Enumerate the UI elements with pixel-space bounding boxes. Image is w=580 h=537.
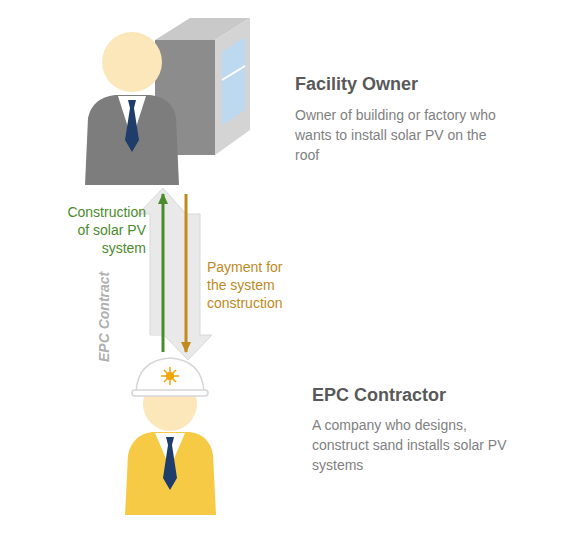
contract-label: EPC Contract [96, 272, 112, 362]
owner-figure [85, 32, 179, 185]
edge-label: Construction of solar PV system [54, 203, 146, 257]
actor-description: A company who designs, construct sand in… [312, 415, 517, 475]
flow-arrow [162, 194, 165, 352]
contract-arrow [138, 188, 212, 360]
actor-title: Facility Owner [295, 74, 418, 95]
contractor-figure [125, 358, 216, 515]
actor-node: Facility OwnerOwner of building or facto… [30, 12, 570, 194]
edge-label: Payment for the system construction [207, 258, 299, 312]
actor-title: EPC Contractor [312, 385, 446, 406]
actor-node: EPC Contractor A company who designs, con… [110, 352, 570, 522]
flow-arrow [185, 194, 188, 352]
actor-description: Owner of building or factory who wants t… [295, 105, 500, 165]
